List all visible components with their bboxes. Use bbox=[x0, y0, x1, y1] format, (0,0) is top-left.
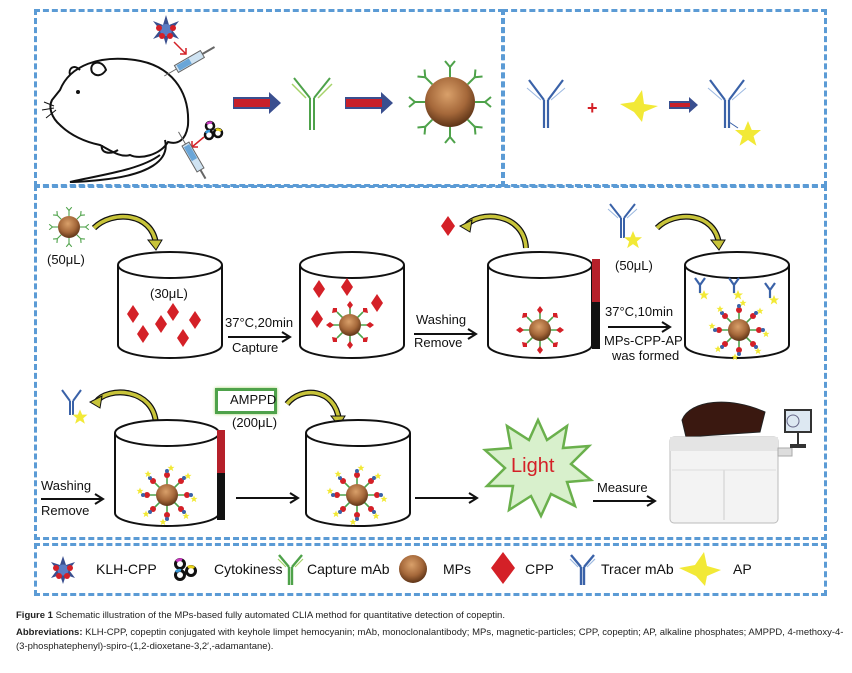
tracer-mab-icon bbox=[569, 554, 596, 585]
mp-cpp-complex-icon bbox=[516, 306, 564, 354]
abbreviations: Abbreviations: KLH-CPP, copeptin conjuga… bbox=[16, 626, 846, 654]
wash-bottom-label: Remove bbox=[41, 503, 90, 518]
curved-transfer-arrow-icon bbox=[88, 389, 159, 425]
abbreviations-text: KLH-CPP, copeptin conjugated with keyhol… bbox=[16, 627, 844, 652]
mp-capture-conjugate-icon bbox=[408, 60, 492, 144]
step1-condition-label: 37°C,20min bbox=[225, 315, 294, 330]
syringe-icon bbox=[164, 46, 216, 77]
step2-bottom-label: Remove bbox=[414, 335, 463, 350]
wash-top-label: Washing bbox=[41, 478, 92, 493]
cpp-icon bbox=[491, 552, 515, 584]
step1-action-label: Capture bbox=[232, 340, 279, 355]
sample-volume-label: (30μL) bbox=[150, 286, 188, 301]
magnet-icon bbox=[592, 259, 600, 349]
legend-label-klh-cpp: KLH-CPP bbox=[96, 561, 157, 577]
ap-icon bbox=[620, 90, 658, 122]
light-label: Light bbox=[511, 455, 555, 477]
step-arrow-icon bbox=[608, 321, 672, 333]
step-arrow-icon bbox=[236, 492, 300, 504]
mouse-illustration bbox=[41, 57, 190, 183]
mp-capture-conjugate-icon bbox=[48, 206, 90, 248]
figure-title: Schematic illustration of the MPs-based … bbox=[55, 610, 505, 621]
substrate-volume-label: (200μL) bbox=[232, 415, 278, 430]
clia-analyzer-icon bbox=[669, 401, 812, 524]
magnet-icon bbox=[217, 430, 225, 520]
tracer-ap-conjugate-icon bbox=[61, 389, 88, 424]
tracer-ap-conjugate-icon bbox=[607, 203, 642, 249]
legend-label-mps: MPs bbox=[443, 561, 471, 577]
light-burst-icon bbox=[481, 416, 595, 519]
tracer-ap-conjugate-icon bbox=[707, 79, 761, 146]
legend-label-capture-mab: Capture mAb bbox=[307, 561, 390, 577]
sandwich-complex-icon bbox=[136, 464, 198, 526]
curved-transfer-arrow-icon bbox=[91, 213, 163, 251]
cpp-molecules bbox=[127, 303, 201, 347]
capture-mab-icon bbox=[291, 77, 333, 130]
figure-number: Figure 1 bbox=[16, 610, 53, 621]
mp-cpp-complex-icon bbox=[326, 301, 374, 349]
reaction-tube bbox=[299, 251, 405, 359]
substrate-box bbox=[215, 388, 277, 414]
red-pointer-arrow-icon bbox=[173, 41, 187, 55]
legend-label-ap: AP bbox=[733, 561, 752, 577]
tracer-volume-label: (50μL) bbox=[615, 258, 653, 273]
process-arrow-icon bbox=[669, 97, 698, 113]
figure-caption: Figure 1 Schematic illustration of the M… bbox=[16, 609, 846, 623]
sandwich-complex-icon bbox=[708, 299, 770, 361]
abbreviations-heading: Abbreviations: bbox=[16, 627, 83, 638]
panel-legend bbox=[34, 543, 827, 596]
curved-transfer-arrow-icon bbox=[654, 213, 726, 251]
cytokine-icon bbox=[174, 558, 197, 581]
step-arrow-icon bbox=[228, 331, 292, 343]
klh-cpp-icon bbox=[51, 556, 75, 584]
legend-label-cytokines: Cytokiness bbox=[214, 561, 283, 577]
cytokine-icon bbox=[203, 120, 224, 141]
panel-assay-workflow bbox=[34, 185, 827, 540]
legend-label-tracer-mab: Tracer mAb bbox=[601, 561, 674, 577]
measure-label: Measure bbox=[597, 480, 648, 495]
substrate-label: AMPPD bbox=[230, 392, 277, 407]
tracer-mab-icon bbox=[526, 79, 566, 128]
step3-result-line1: MPs-CPP-AP bbox=[604, 333, 683, 348]
curved-transfer-arrow-icon bbox=[458, 213, 529, 249]
klh-cpp-icon bbox=[153, 15, 179, 45]
process-arrow-icon bbox=[233, 92, 281, 114]
reaction-tube bbox=[305, 419, 411, 527]
cpp-icon bbox=[441, 216, 455, 236]
step3-result-line2: was formed bbox=[612, 348, 680, 363]
sandwich-complex-icon bbox=[326, 464, 388, 526]
plus-sign: + bbox=[587, 98, 598, 118]
capture-mab-icon bbox=[277, 554, 304, 585]
mps-icon bbox=[399, 555, 427, 583]
legend-label-cpp: CPP bbox=[525, 561, 554, 577]
ap-icon bbox=[679, 552, 721, 586]
process-arrow-icon bbox=[345, 92, 393, 114]
step-arrow-icon bbox=[41, 493, 105, 505]
free-tracer-molecules bbox=[694, 277, 779, 305]
step-arrow-icon bbox=[415, 492, 479, 504]
step2-top-label: Washing bbox=[416, 312, 467, 327]
step-arrow-icon bbox=[593, 495, 657, 507]
step3-condition-label: 37°C,10min bbox=[605, 304, 674, 319]
mps-volume-label: (50μL) bbox=[47, 252, 85, 267]
step-arrow-icon bbox=[414, 328, 478, 340]
syringe-icon bbox=[178, 131, 207, 180]
